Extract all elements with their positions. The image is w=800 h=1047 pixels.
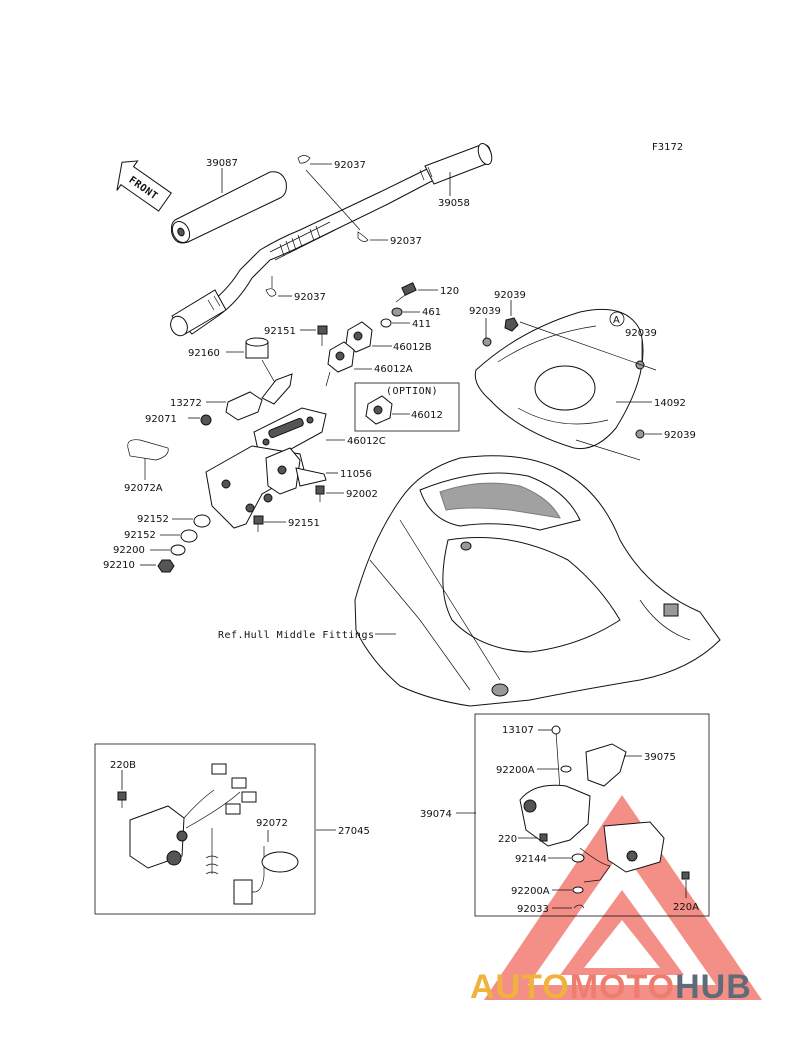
callout-411: 411 (412, 319, 431, 330)
callout-11056: 11056 (340, 469, 372, 480)
callout-92039-c: 92039 (625, 328, 657, 339)
holder-46012C (253, 407, 327, 455)
callout-A-top: A (613, 315, 620, 326)
figure-code: F3172 (652, 142, 683, 153)
callout-46012B: 46012B (393, 342, 432, 353)
bracket-11056 (295, 467, 327, 487)
holder-13272 (225, 373, 293, 421)
callout-46012C: 46012C (347, 436, 386, 447)
callout-46012: 46012 (411, 410, 443, 421)
bushing-92152-a (193, 514, 211, 528)
bolt-92151-top (317, 325, 328, 346)
callout-39058: 39058 (438, 198, 470, 209)
hull-middle (354, 455, 721, 707)
screw-92039-c (635, 360, 645, 370)
callout-92037-low: 92037 (294, 292, 326, 303)
callout-220: 220 (498, 834, 517, 845)
cover-14092 (474, 308, 644, 450)
clip-92037-top (297, 155, 361, 231)
callout-92039-a: 92039 (494, 290, 526, 301)
callout-92037-top: 92037 (334, 160, 366, 171)
logo-word-hub: HUB (675, 968, 752, 1006)
callout-461: 461 (422, 307, 441, 318)
callout-220B: 220B (110, 760, 136, 771)
callout-92152-a: 92152 (137, 514, 169, 525)
screw-92039-d (635, 429, 645, 439)
callout-92151-bottom: 92151 (288, 518, 320, 529)
callout-92002: 92002 (346, 489, 378, 500)
bushing-92152-b (180, 529, 198, 543)
front-arrow-icon: FRONT (116, 160, 172, 212)
callout-92071: 92071 (145, 414, 177, 425)
clip-92037-mid (357, 231, 369, 242)
callout-92033: 92033 (517, 904, 549, 915)
clamp-46012A (325, 341, 355, 387)
callout-13272: 13272 (170, 398, 202, 409)
logo-word-auto: AUTO (470, 968, 570, 1006)
bolt-120 (395, 282, 417, 303)
callout-13107: 13107 (502, 725, 534, 736)
cable-tie-92072A (127, 439, 169, 480)
callout-92152-b: 92152 (124, 530, 156, 541)
callout-39074: 39074 (420, 809, 452, 820)
collar-92160 (245, 337, 269, 359)
washer-411 (380, 318, 392, 328)
callout-39075: 39075 (644, 752, 676, 763)
washer-92200 (170, 544, 186, 556)
callout-92039-b: 92039 (469, 306, 501, 317)
option-box: (OPTION) (354, 382, 460, 432)
callout-92144: 92144 (515, 854, 547, 865)
callout-92200: 92200 (113, 545, 145, 556)
callout-92151-top: 92151 (264, 326, 296, 337)
callout-27045: 27045 (338, 826, 370, 837)
steering-column (205, 445, 305, 529)
callout-92210: 92210 (103, 560, 135, 571)
bolt-220B (117, 791, 127, 808)
bolt-92002 (315, 485, 325, 502)
nut-92071 (200, 414, 212, 426)
throttle-box-39074 (474, 713, 710, 917)
clip-92037-low (265, 276, 277, 297)
handlebar-39058 (170, 142, 493, 337)
callout-46012A: 46012A (374, 364, 413, 375)
option-label: (OPTION) (386, 386, 438, 397)
callout-14092: 14092 (654, 398, 686, 409)
callout-92037-mid: 92037 (390, 236, 422, 247)
ref-label: Ref.Hull Middle Fittings (218, 630, 375, 641)
callout-92200A-low: 92200A (511, 886, 550, 897)
bolt-92151-bottom (253, 515, 264, 532)
callout-92072: 92072 (256, 818, 288, 829)
watermark-triangle (484, 795, 762, 1000)
nut-92039-a (504, 317, 519, 332)
callout-92200A-top: 92200A (496, 765, 535, 776)
callout-92072A: 92072A (124, 483, 163, 494)
callout-120: 120 (440, 286, 459, 297)
callout-39087: 39087 (206, 158, 238, 169)
watermark-logo: AUTOMOTOHUB (470, 968, 752, 1007)
grip-39087 (170, 171, 287, 244)
callout-92039-d: 92039 (664, 430, 696, 441)
washer-461 (391, 307, 403, 317)
nut-92210 (157, 559, 175, 573)
logo-word-moto: MOTO (569, 968, 676, 1006)
switch-box-27045 (94, 743, 316, 915)
callout-220A: 220A (673, 902, 699, 913)
screw-92039-b (482, 337, 492, 347)
callout-92160: 92160 (188, 348, 220, 359)
